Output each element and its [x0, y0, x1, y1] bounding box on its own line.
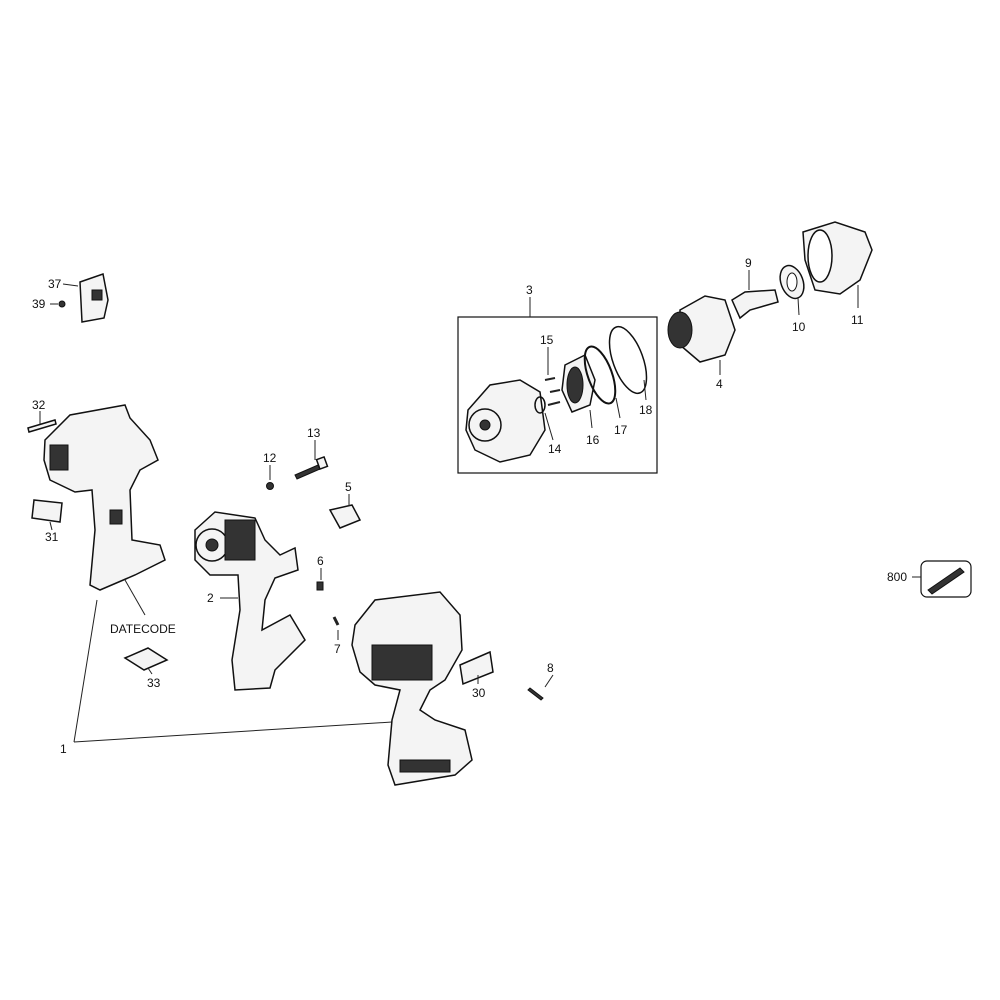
callout-31: 31 [45, 530, 59, 544]
part-39-screw: 39 [32, 297, 66, 311]
part-1-housing-right [351, 591, 473, 786]
callout-5: 5 [345, 480, 352, 494]
part-7-pin: 7 [332, 616, 341, 656]
part-17-oring: 17 [583, 345, 628, 437]
callout-3: 3 [526, 283, 533, 297]
callout-11: 11 [851, 313, 864, 327]
callout-6: 6 [317, 554, 324, 568]
part-9-anvil: 9 [731, 256, 779, 320]
callout-2: 2 [207, 591, 214, 605]
callout-13: 13 [307, 426, 321, 440]
part-1-housing-left [43, 404, 166, 591]
callout-16: 16 [586, 433, 600, 447]
callout-14: 14 [548, 442, 562, 456]
callout-8: 8 [547, 661, 554, 675]
part-12-nut: 12 [263, 451, 277, 490]
part-31-label: 31 [31, 499, 63, 544]
part-15-pins: 15 [540, 333, 561, 406]
part-8-screw: 8 [527, 661, 554, 701]
callout-37: 37 [48, 277, 62, 291]
callout-9: 9 [745, 256, 752, 270]
callout-800: 800 [887, 570, 907, 584]
part-14-washer: 14 [534, 396, 562, 456]
callout-4: 4 [716, 377, 723, 391]
part-33-label: 33 [123, 647, 169, 690]
part-37-belt-clip: 37 [48, 273, 109, 323]
callout-10: 10 [792, 320, 806, 334]
part-16-ring-gear: 16 [561, 353, 600, 447]
part-32-label: 32 [27, 398, 57, 433]
part-18-oring: 18 [608, 325, 653, 417]
part-13-bolt: 13 [294, 426, 329, 480]
callout-33: 33 [147, 676, 161, 690]
part-2-motor-assembly: 2 [194, 511, 306, 691]
callout-39: 39 [32, 297, 46, 311]
part-6-screw: 6 [316, 554, 324, 591]
part-4-hammer-mechanism: 4 [667, 295, 736, 391]
callout-7: 7 [334, 642, 341, 656]
part-800-accessory: 800 [887, 560, 972, 598]
callout-17: 17 [614, 423, 628, 437]
callout-18: 18 [639, 403, 653, 417]
callout-30: 30 [472, 686, 486, 700]
callout-1: 1 [60, 742, 67, 756]
datecode-label: DATECODE [110, 622, 176, 636]
part-11-nose-housing: 11 [802, 221, 873, 327]
part-5-switch: 5 [328, 480, 362, 529]
callout-15: 15 [540, 333, 554, 347]
part-3-gear-case-assembly: 3 [457, 283, 658, 474]
callout-12: 12 [263, 451, 277, 465]
part-10-washer: 10 [779, 264, 806, 334]
callout-32: 32 [32, 398, 46, 412]
part-30-label: 30 [459, 650, 494, 700]
